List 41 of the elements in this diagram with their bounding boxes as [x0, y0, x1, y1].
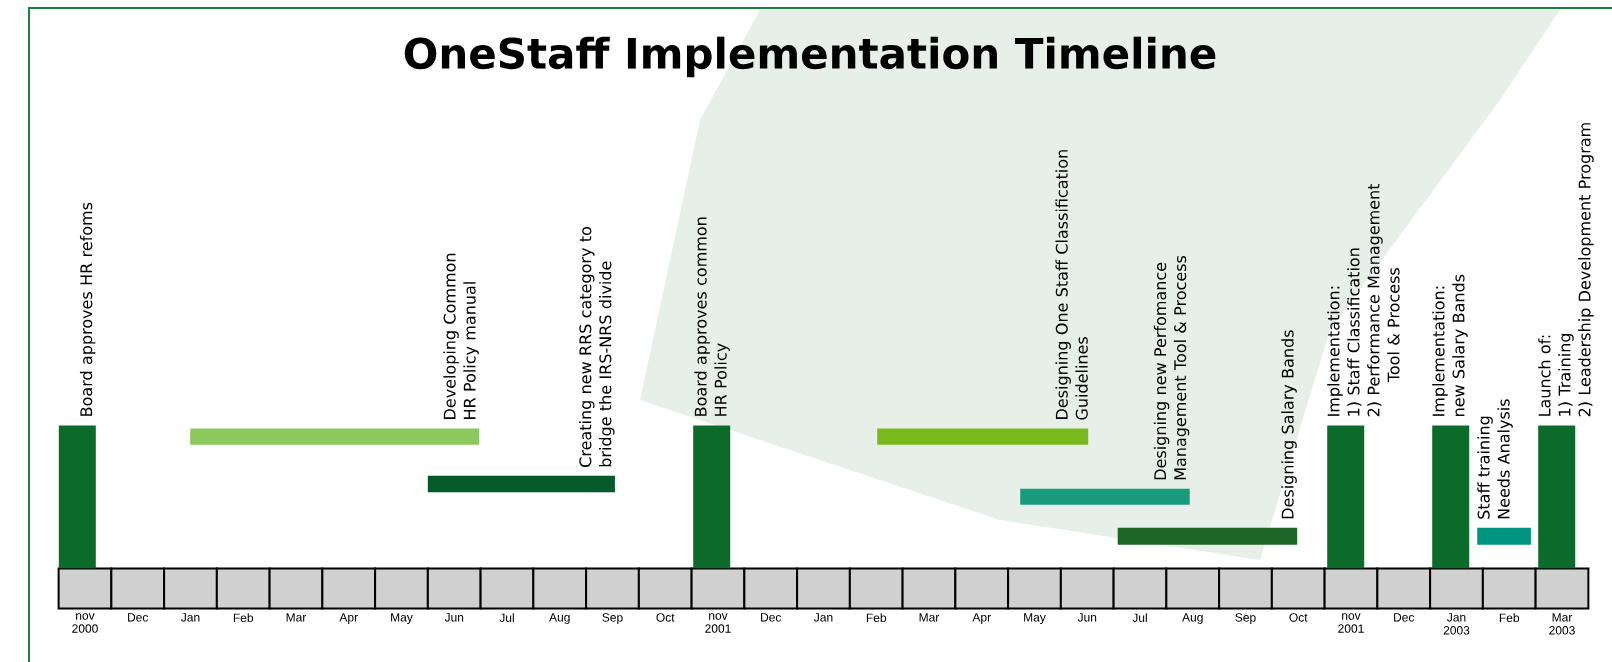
month-label: Mar — [286, 613, 307, 622]
month-label: Sep — [602, 613, 623, 625]
month-label: Dec — [761, 613, 782, 622]
bar-label: Designing new Perfomance Management Tool & Process — [1153, 255, 1190, 480]
month-label: Sep — [1235, 613, 1256, 625]
bar-label: Implementation: 1) Staff Classification 2) Performance Management Tool & Process — [1327, 183, 1400, 417]
month-label: Dec — [1394, 613, 1415, 622]
month-label: Apr — [339, 613, 358, 624]
month-label: May — [1024, 613, 1046, 624]
month-label: Oct — [656, 613, 675, 622]
bar-label: Designing Salary Bands — [1281, 330, 1297, 519]
month-label: nov 2000 — [72, 613, 98, 633]
bar-label: Staff training Needs Analysis — [1477, 399, 1513, 519]
month-label: Feb — [233, 613, 254, 622]
month-label: Jul — [499, 613, 514, 622]
month-label: Jan — [181, 613, 200, 622]
month-label: Mar — [919, 613, 940, 622]
month-label: Dec — [128, 613, 149, 622]
bar-label: Launch of: 1) Training 2) Leadership Development Program — [1538, 123, 1594, 417]
month-label: Jun — [1077, 613, 1097, 622]
month-label: Feb — [866, 613, 887, 622]
month-label: Jul — [1132, 613, 1147, 622]
month-label: Jun — [444, 613, 464, 622]
month-label: Jan — [814, 613, 833, 622]
bar-label: Board approves common HR Policy — [694, 217, 730, 416]
bar-label: Board approves HR refoms — [79, 202, 96, 416]
month-label: Jan 2003 — [1443, 613, 1470, 635]
bar-label: Implementation: new Salary Bands — [1432, 274, 1468, 416]
month-label: Mar 2003 — [1549, 613, 1575, 635]
title: OneStaff Implementation Timeline — [404, 36, 1216, 78]
month-label: May — [391, 613, 413, 624]
month-label: Aug — [1182, 613, 1203, 624]
bar-label: Designing One Staff Classification Guidelines — [1055, 150, 1088, 420]
month-label: nov 2001 — [1338, 613, 1364, 633]
month-label: Apr — [972, 613, 991, 624]
bar-label: Creating new RRS category to bridge the IRS-NRS divide — [579, 227, 615, 467]
bar-label: Developing Common HR Policy manual — [443, 253, 479, 419]
month-label: nov 2001 — [705, 613, 731, 633]
month-label: Aug — [549, 613, 570, 624]
month-label: Oct — [1289, 613, 1308, 622]
month-label: Feb — [1499, 613, 1520, 622]
